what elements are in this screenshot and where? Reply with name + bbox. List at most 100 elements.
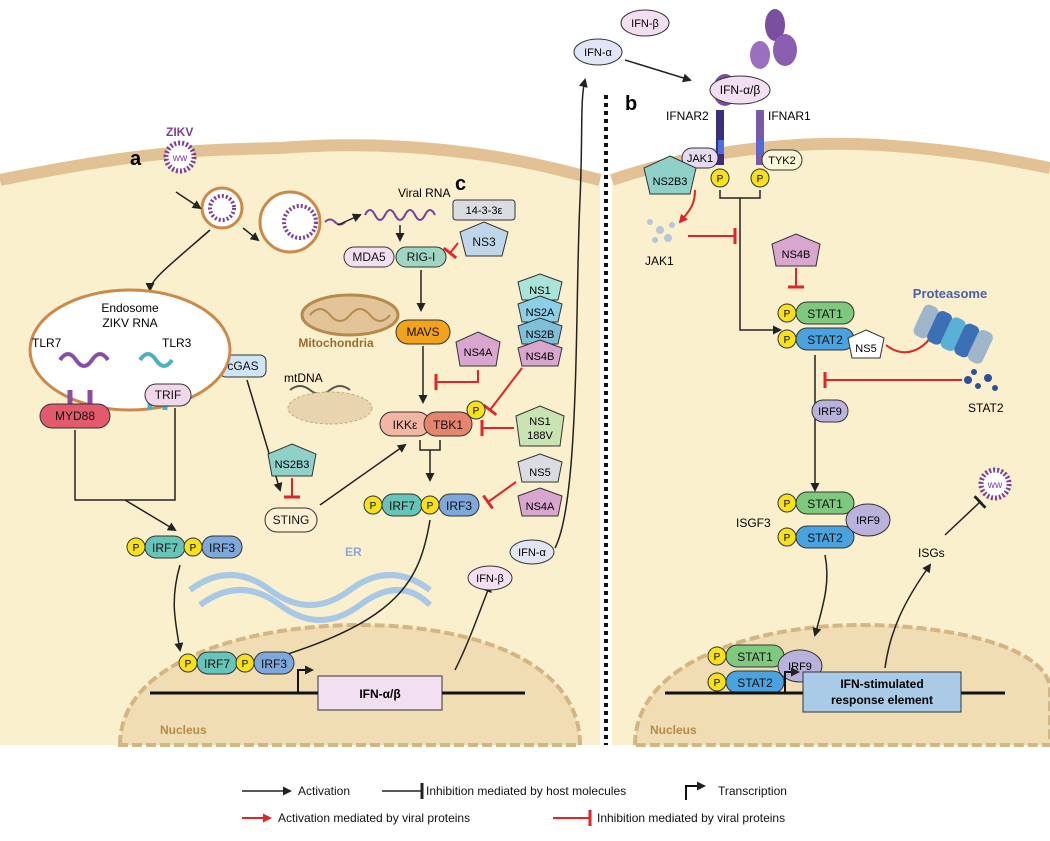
svg-text:IFN-α: IFN-α: [518, 547, 546, 559]
viral-rna-label: Viral RNA: [398, 186, 450, 200]
ns5-inhibit-irf3: [482, 481, 517, 510]
zikv-virion: ZIKV ww: [163, 125, 197, 174]
uncoat-arrow: [242, 227, 260, 242]
svg-text:IFN-α: IFN-α: [584, 47, 612, 59]
panel-label-b: b: [625, 93, 637, 115]
irf7-irf3-cyto: P IRF7 P IRF3: [363, 493, 480, 517]
ifn-secretion-arrow: [454, 583, 492, 671]
ns3: NS3: [459, 221, 509, 257]
14-3-3e: 14-3-3ε: [452, 199, 516, 221]
legend-activation-viral: Activation mediated by viral proteins: [242, 811, 470, 825]
svg-text:MDA5: MDA5: [352, 250, 386, 264]
isre-box: IFN-stimulated response element: [802, 671, 962, 713]
svg-text:P: P: [784, 499, 791, 510]
svg-text:IRF7: IRF7: [204, 657, 230, 671]
svg-text:P: P: [427, 501, 434, 512]
svg-text:NS5: NS5: [529, 467, 550, 479]
svg-text:MYD88: MYD88: [55, 409, 95, 423]
panel-label-a: a: [130, 148, 142, 170]
mavs: MAVS: [395, 319, 451, 345]
isgf3-label: ISGF3: [736, 516, 771, 530]
ns3-inhibit-rigi: [442, 242, 459, 260]
tyk2-phospho: P: [750, 168, 770, 188]
svg-text:TRIF: TRIF: [155, 388, 182, 402]
svg-text:IFN-α/β: IFN-α/β: [720, 83, 761, 97]
svg-text:STAT1: STAT1: [807, 307, 843, 321]
transcription-left: [297, 665, 314, 693]
legend-transcription: Transcription: [685, 781, 787, 800]
svg-text:P: P: [784, 335, 791, 346]
svg-text:IRF9: IRF9: [818, 406, 842, 418]
svg-text:Activation: Activation: [298, 784, 350, 798]
ns4a-lower: NS4A: [517, 487, 563, 517]
jak1-degraded-label: JAK1: [645, 254, 674, 268]
rig-i: RIG-I: [395, 246, 447, 268]
zikv-uncoating: [258, 190, 346, 254]
svg-text:STAT1: STAT1: [807, 497, 843, 511]
svg-text:STAT1: STAT1: [737, 650, 773, 664]
svg-text:P: P: [784, 533, 791, 544]
svg-text:ww: ww: [172, 153, 188, 164]
svg-text:P: P: [242, 659, 249, 670]
svg-text:Inhibition mediated by viral p: Inhibition mediated by viral proteins: [597, 811, 785, 825]
stat2-degraded-label: STAT2: [968, 401, 1004, 415]
svg-text:NS2B3: NS2B3: [653, 176, 688, 188]
ikke: IKKε: [379, 411, 431, 437]
mtdna: mtDNA: [284, 371, 373, 425]
svg-text:IRF7: IRF7: [152, 541, 178, 555]
jak1-phospho: P: [710, 168, 730, 188]
svg-text:IRF7: IRF7: [389, 499, 415, 513]
svg-text:RIG-I: RIG-I: [407, 250, 436, 264]
tbk1: TBK1: [423, 411, 473, 437]
ns2b3-right: NS2B3: [643, 155, 697, 195]
legend-inhibition-host: Inhibition mediated by host molecules: [382, 783, 626, 799]
ifn-a-left: IFN-α: [509, 539, 555, 565]
svg-text:IRF3: IRF3: [446, 499, 472, 513]
svg-text:P: P: [473, 406, 480, 417]
endosome-label: Endosome: [101, 301, 159, 315]
sting: STING: [264, 507, 318, 533]
tlr7-receptor: [58, 352, 110, 368]
tyk2: TYK2: [761, 149, 803, 171]
ns-stack-inhibit-tbk1: [482, 367, 523, 417]
svg-text:cGAS: cGAS: [227, 359, 258, 373]
irf-to-nucleus-arrow-right: [273, 519, 431, 661]
zikv-endocytosed: [200, 186, 244, 230]
svg-text:STAT2: STAT2: [807, 531, 843, 545]
tlr7-label: TLR7: [32, 336, 62, 350]
svg-text:NS1: NS1: [529, 416, 550, 428]
svg-text:P: P: [717, 174, 724, 185]
panel-label-c: c: [455, 173, 466, 195]
trif: TRIF: [144, 383, 192, 407]
svg-text:NS1: NS1: [529, 285, 550, 297]
ifn-b-top: IFN-β: [620, 9, 670, 37]
endosome: Endosome ZIKV RNA TLR7 TLR3: [28, 288, 232, 412]
legend: Activation Inhibition mediated by host m…: [242, 781, 787, 826]
svg-text:Inhibition mediated by host mo: Inhibition mediated by host molecules: [426, 784, 626, 798]
svg-text:IRF3: IRF3: [209, 541, 235, 555]
rna-release-arrow: [337, 213, 362, 226]
svg-text:P: P: [190, 543, 197, 554]
ns2b3-left: NS2B3: [267, 443, 317, 477]
svg-text:TYK2: TYK2: [768, 155, 796, 167]
svg-text:Proteasome: Proteasome: [913, 286, 987, 301]
svg-text:Activation mediated by viral p: Activation mediated by viral proteins: [278, 811, 470, 825]
ifn-a-top: IFN-α: [573, 38, 623, 66]
svg-text:JAK1: JAK1: [687, 153, 713, 165]
svg-text:Mitochondria: Mitochondria: [298, 336, 374, 350]
nucleus-label-right: Nucleus: [650, 723, 697, 737]
isgf3: P STAT1 P STAT2 IRF9: [777, 491, 891, 549]
svg-text:14-3-3ε: 14-3-3ε: [466, 205, 503, 217]
svg-text:MAVS: MAVS: [406, 325, 439, 339]
endosome-arrow: [145, 229, 211, 292]
isgs-inhibit-virus: [944, 495, 987, 536]
tlr3-receptor: [138, 352, 174, 368]
ifnar1-label: IFNAR1: [768, 109, 811, 123]
svg-text:P: P: [784, 309, 791, 320]
svg-text:NS3: NS3: [472, 235, 496, 249]
svg-text:P: P: [714, 678, 721, 689]
svg-text:response element: response element: [831, 693, 933, 707]
isgs-label: ISGs: [918, 546, 945, 560]
svg-text:P: P: [757, 174, 764, 185]
